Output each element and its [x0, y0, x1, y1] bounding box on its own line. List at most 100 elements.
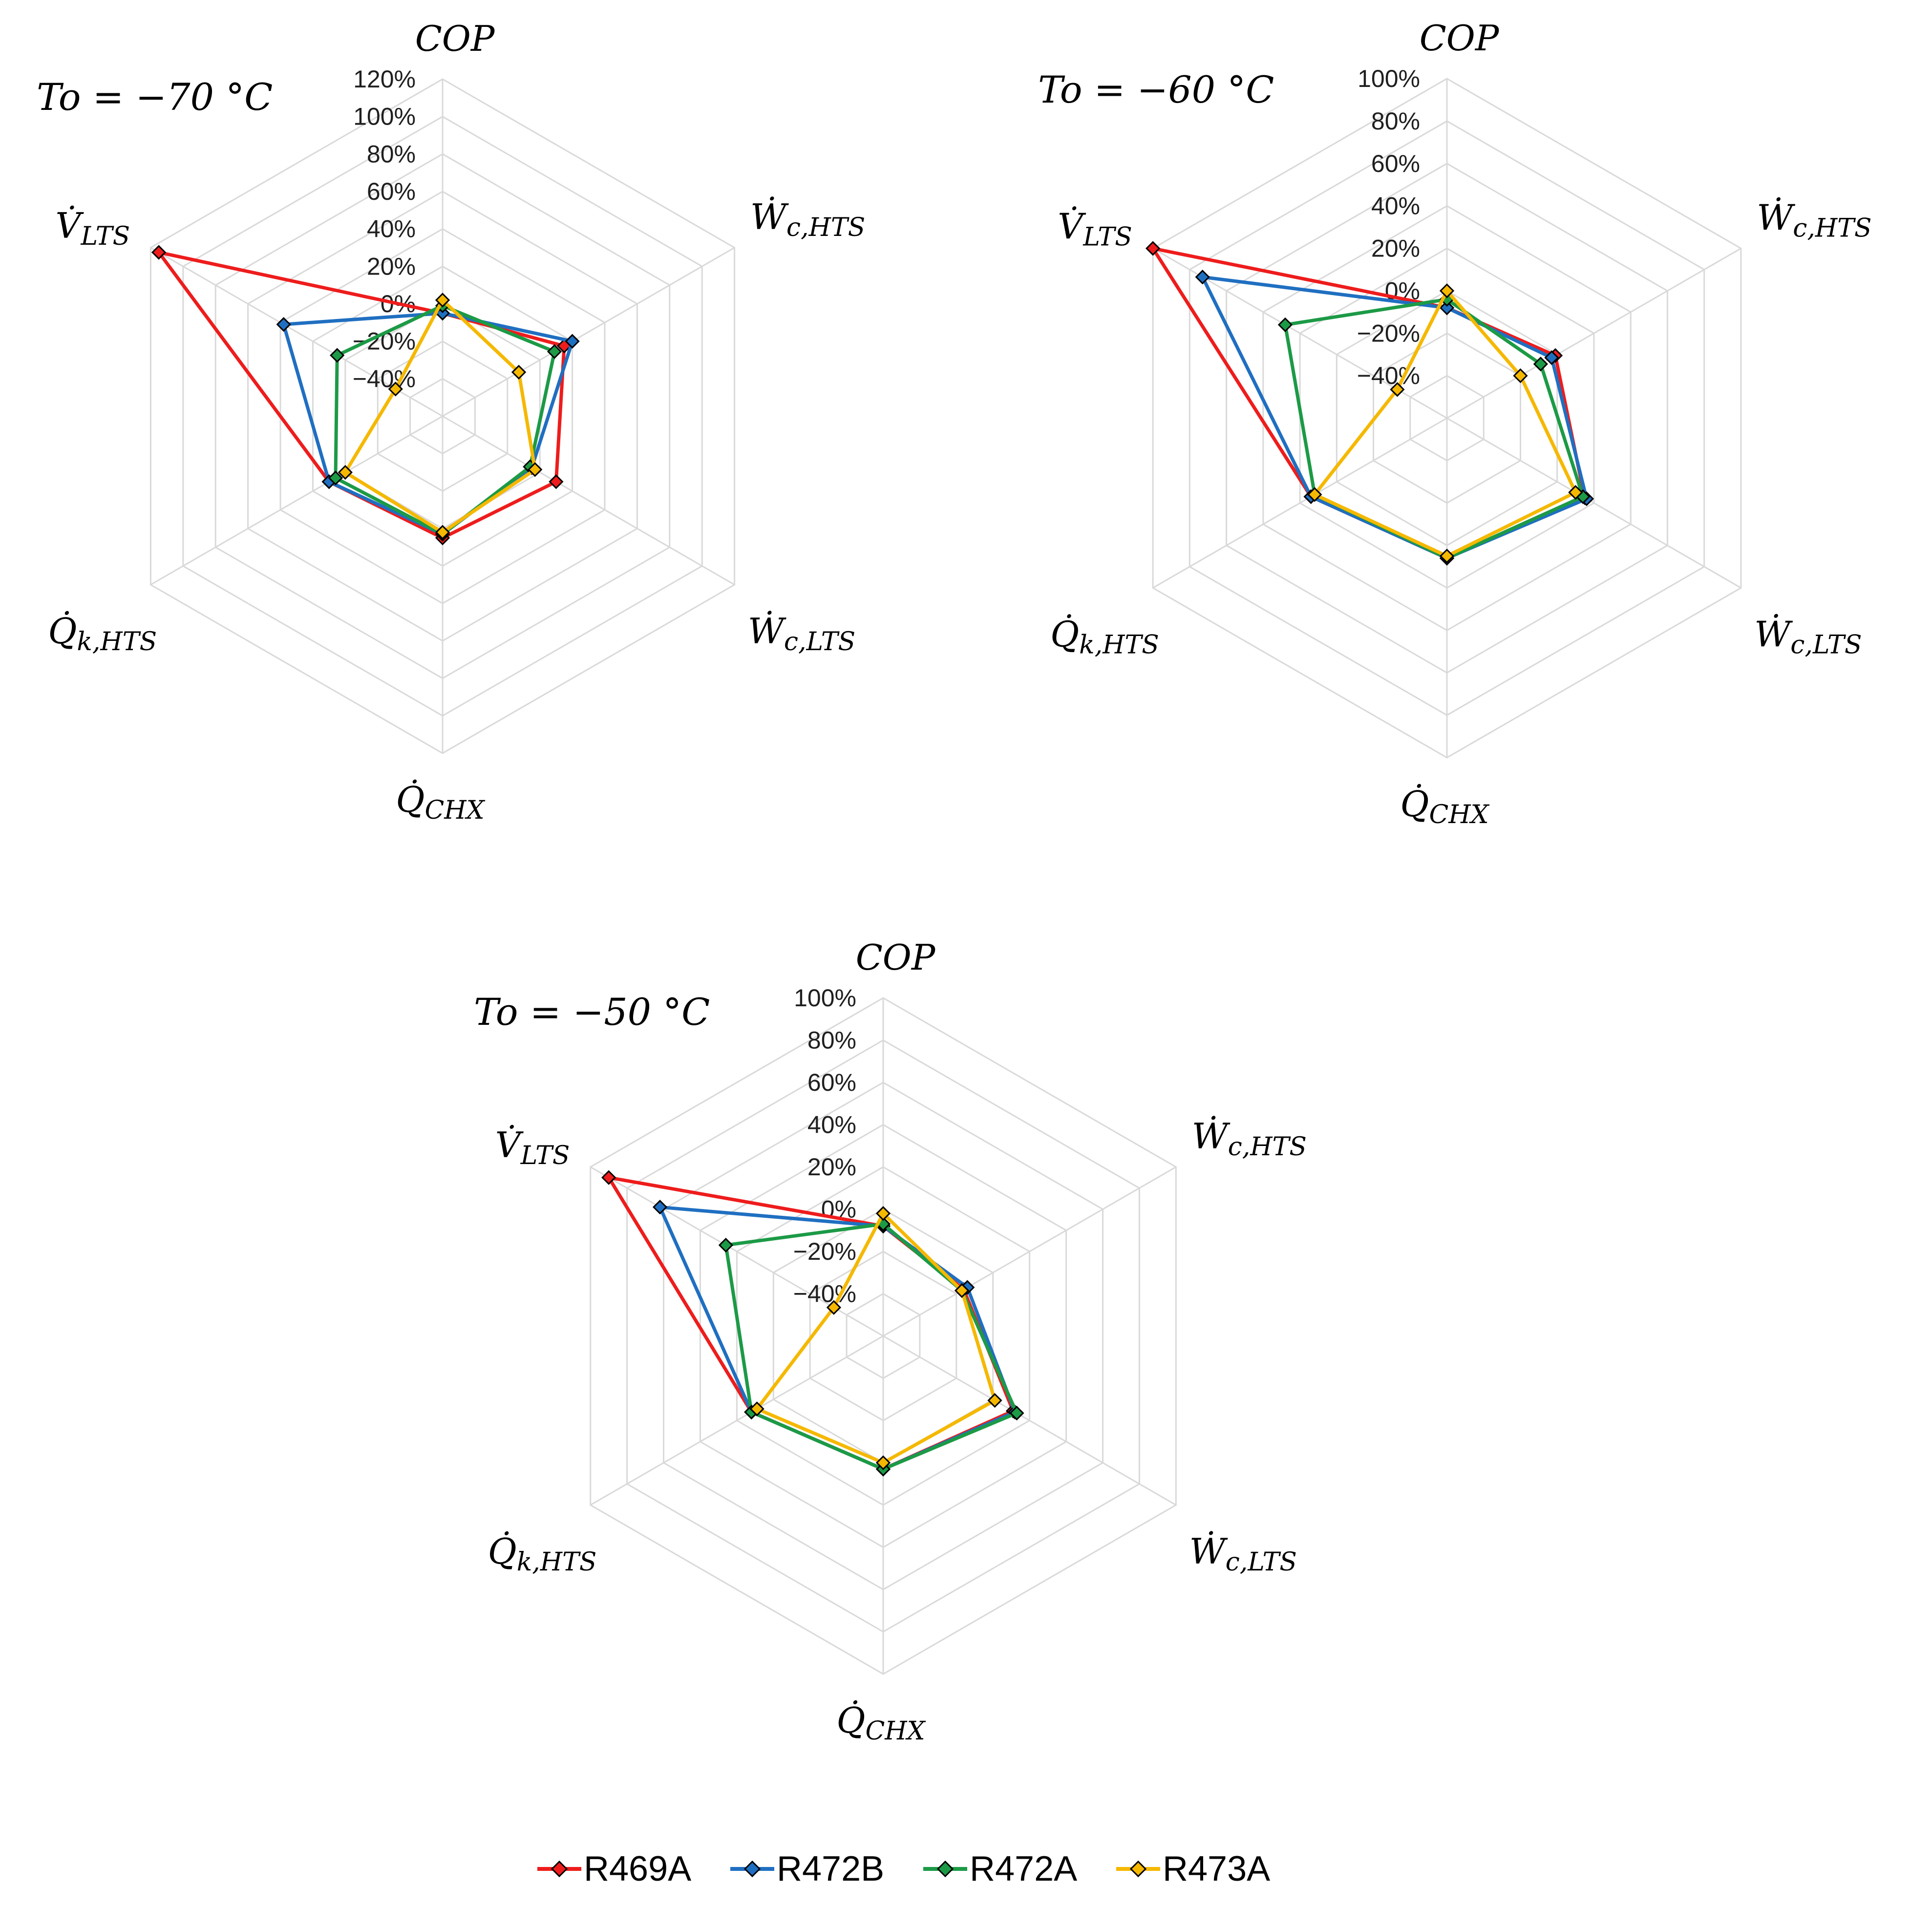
radar-panel-2: −40%−20%0%20%40%60%80%100%COPẆc,HTSẆc,… [1038, 18, 1872, 829]
data-point-R473A [826, 1300, 841, 1315]
axis-label-main: Ẇ [1757, 197, 1795, 238]
tick-label: −20% [1357, 319, 1420, 347]
grid-spoke [1446, 248, 1741, 419]
axis-label: Q̇k,HTS [488, 1530, 597, 1577]
data-point-R472A [547, 344, 562, 359]
radar-panel-1: −40%−20%0%20%40%60%80%100%120%COPẆc,HTS… [37, 18, 865, 825]
grid-spoke [590, 1335, 884, 1506]
data-point-R472A [328, 470, 343, 486]
axis-label-main: Ẇ [748, 610, 786, 652]
axis-label-main: V̇ [1058, 205, 1086, 247]
axis-label-main: Ẇ [750, 196, 789, 237]
axis-label-main: COP [415, 18, 495, 59]
data-point-R469A [1145, 241, 1161, 256]
data-point-R472A [330, 348, 345, 363]
axis-label-sub: CHX [1429, 800, 1489, 829]
tick-label: 120% [353, 65, 416, 93]
data-point-R473A [749, 1401, 764, 1417]
data-point-R473A [1568, 485, 1583, 500]
grid-spoke [442, 415, 735, 586]
data-point-R473A [987, 1393, 1002, 1408]
legend-label: R472A [970, 1849, 1077, 1888]
panel-title: To = −60 °C [1038, 68, 1274, 111]
axis-label-sub: k,HTS [77, 627, 157, 657]
axis-label: V̇LTS [495, 1124, 570, 1170]
tick-label: 40% [807, 1111, 856, 1139]
tick-label: −20% [793, 1238, 856, 1265]
axis-label: Q̇k,HTS [48, 610, 157, 657]
axis-label: COP [415, 18, 495, 59]
data-point-R473A [388, 382, 403, 397]
tick-label: 80% [367, 140, 416, 168]
axis-label-main: V̇ [495, 1124, 524, 1166]
tick-label: 40% [1371, 192, 1420, 220]
axis-label-sub: c,HTS [1228, 1132, 1307, 1162]
data-point-R472A [718, 1237, 734, 1253]
legend-label: R473A [1163, 1849, 1270, 1888]
data-point-R473A [435, 525, 450, 540]
tick-label: 60% [367, 178, 416, 205]
data-point-R473A [528, 462, 543, 477]
axis-label: Q̇CHX [396, 779, 485, 825]
axis-label-main: Ẇ [1189, 1530, 1228, 1572]
axis-label-main: Q̇ [48, 610, 77, 652]
legend-label: R469A [584, 1849, 691, 1888]
data-point-R472A [1533, 357, 1548, 372]
axis-label: Q̇CHX [836, 1699, 926, 1746]
axis-label-sub: LTS [1083, 223, 1132, 252]
data-point-R472B [1439, 300, 1455, 316]
axis-label-main: Q̇ [1400, 783, 1429, 825]
legend-label: R472B [777, 1849, 884, 1888]
tick-label: 40% [367, 215, 416, 243]
data-point-R472A [1277, 317, 1293, 332]
axis-label: V̇LTS [1058, 205, 1132, 252]
data-point-R473A [338, 465, 353, 480]
axis-label: Ẇc,HTS [1757, 197, 1871, 243]
data-point-R472B [276, 317, 291, 332]
axis-label-sub: c,HTS [1793, 214, 1871, 243]
axis-label-sub: c,LTS [1226, 1548, 1297, 1577]
axis-label-sub: CHX [865, 1717, 926, 1746]
tick-label: 80% [807, 1027, 856, 1054]
axis-label-main: Q̇ [1050, 613, 1079, 655]
axis-label-main: Q̇ [836, 1699, 865, 1741]
grid-spoke [442, 247, 735, 417]
axis-label: V̇LTS [55, 205, 130, 251]
axis-label-main: Q̇ [396, 779, 425, 820]
data-point-R473A [435, 293, 450, 308]
data-point-R473A [875, 1455, 891, 1470]
legend-swatch-marker [551, 1860, 568, 1878]
data-point-R469A [151, 245, 167, 260]
axis-label-main: Q̇ [488, 1530, 517, 1572]
axis-label: COP [1420, 18, 1500, 59]
data-point-R469A [601, 1170, 616, 1185]
panel-title: To = −70 °C [37, 75, 273, 119]
legend-item-R473A: R473A [1116, 1849, 1270, 1888]
axis-label-main: COP [1420, 18, 1500, 59]
data-point-R472B [1544, 350, 1559, 365]
axis-label: Ẇc,LTS [1754, 614, 1862, 660]
legend-swatch-marker [743, 1860, 761, 1878]
tick-label: 60% [1371, 150, 1420, 177]
axis-label: Ẇc,HTS [1192, 1115, 1307, 1162]
data-point-R472B [652, 1200, 668, 1215]
grid-spoke [1446, 417, 1741, 589]
data-point-R473A [875, 1206, 891, 1221]
axis-label-sub: CHX [425, 796, 485, 825]
tick-label: 60% [807, 1069, 856, 1096]
axis-label-main: COP [856, 937, 936, 978]
axis-label-sub: c,LTS [784, 627, 855, 657]
axis-label-main: V̇ [55, 205, 84, 246]
data-point-R472B [1195, 270, 1210, 285]
axis-label: Ẇc,HTS [750, 196, 865, 242]
data-point-R473A [1390, 382, 1405, 397]
axis-label: Ẇc,LTS [748, 610, 855, 657]
data-point-R473A [954, 1283, 970, 1298]
tick-label: 100% [1358, 65, 1420, 92]
data-point-R472B [565, 334, 580, 349]
grid-spoke [150, 415, 443, 586]
tick-label: 20% [1371, 235, 1420, 262]
legend-item-R472B: R472B [730, 1849, 884, 1888]
